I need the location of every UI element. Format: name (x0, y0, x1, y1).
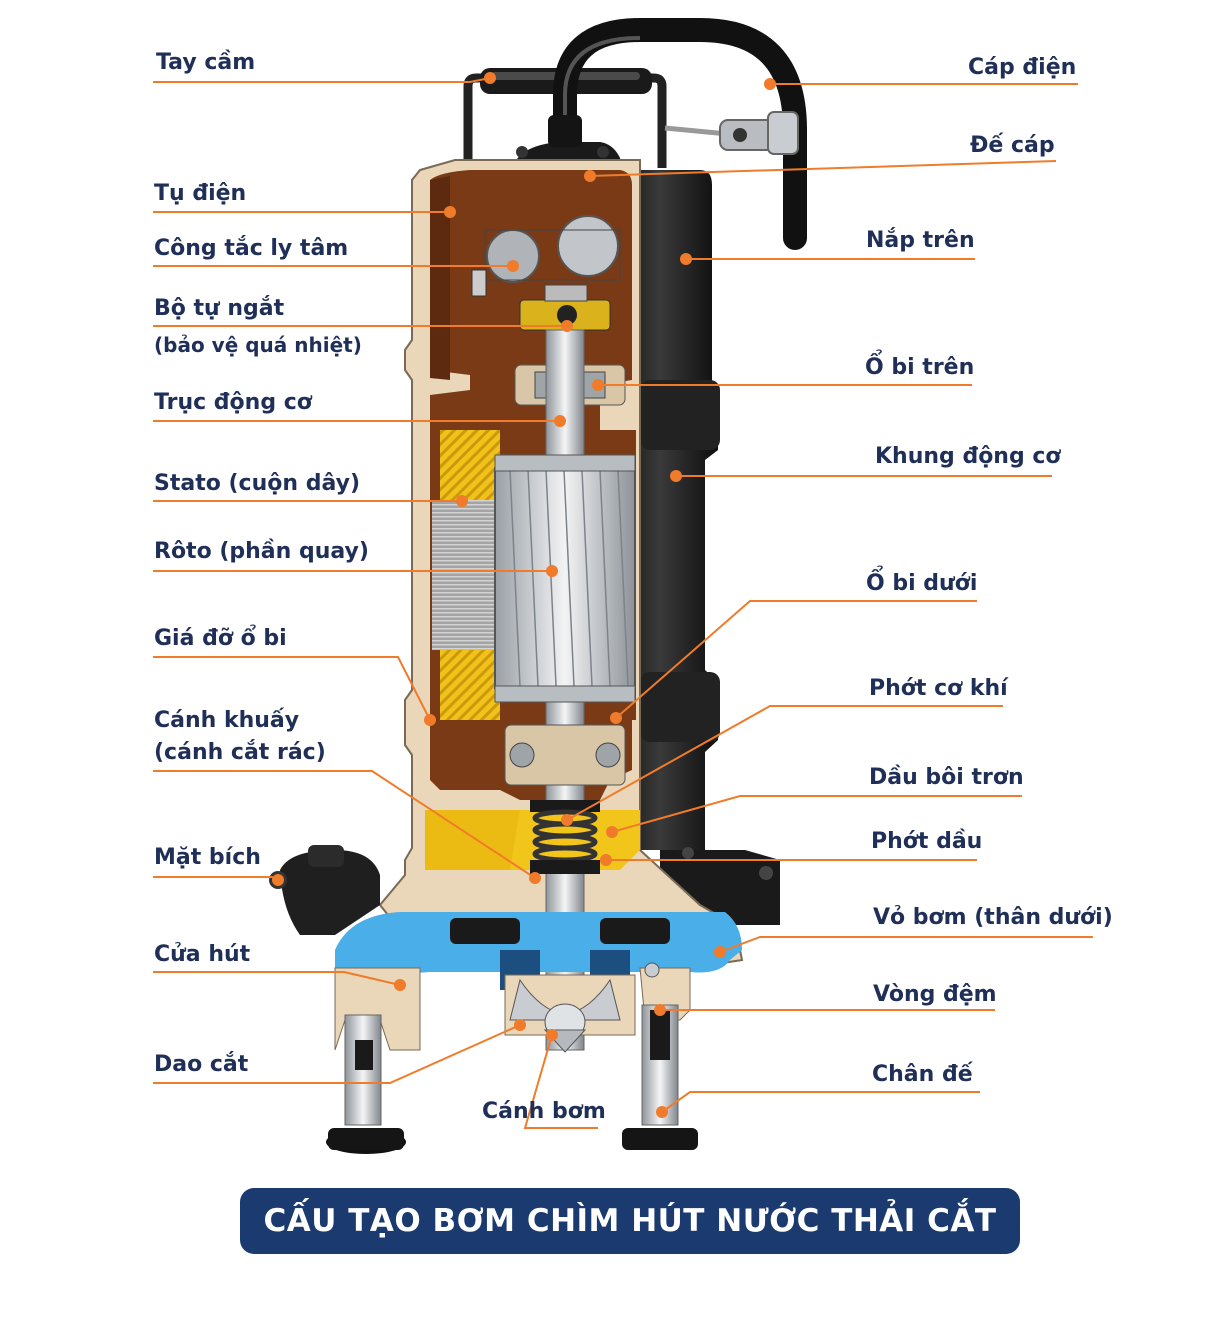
label-de-cap: Đế cáp (970, 133, 1055, 158)
motor-frame-graphic (612, 170, 780, 925)
diagram-stage: Tay cầm Tụ điện Công tắc ly tâm Bộ tự ng… (153, 18, 1113, 1305)
label-dao-cat: Dao cắt (154, 1052, 249, 1077)
label-nap-tren: Nắp trên (866, 228, 975, 253)
label-mat-bich: Mặt bích (154, 845, 261, 870)
label-bo-tu-ngat: Bộ tự ngắt (154, 296, 285, 321)
label-canh-khuay: Cánh khuấy (154, 708, 300, 733)
label-khung-dong-co: Khung động cơ (875, 444, 1061, 469)
volute-graphic (335, 912, 742, 990)
label-dau-boi-tron: Dầu bôi trơn (869, 765, 1024, 790)
impeller-graphic (504, 974, 636, 1053)
label-tay-cam: Tay cầm (156, 50, 256, 75)
diagram-title: CẤU TẠO BƠM CHÌM HÚT NƯỚC THẢI CẮT RÁC (263, 1203, 997, 1305)
label-vong-dem: Vòng đệm (873, 982, 997, 1007)
centrifugal-switch-graphic (484, 215, 621, 283)
label-cap-dien: Cáp điện (968, 55, 1077, 80)
label-canh-bom: Cánh bơm (482, 1099, 606, 1124)
label-tu-dien: Tụ điện (154, 181, 247, 206)
rotor-graphic (494, 454, 636, 703)
label-chan-de: Chân đế (872, 1062, 973, 1087)
flange-graphic (269, 845, 380, 935)
label-roto: Rôto (phần quay) (154, 539, 369, 564)
title-banner: CẤU TẠO BƠM CHÌM HÚT NƯỚC THẢI CẮT RÁC (240, 1188, 1020, 1305)
label-canh-cat-rac: (cánh cắt rác) (154, 740, 326, 765)
label-vo-bom: Vỏ bơm (thân dưới) (873, 905, 1113, 930)
label-truc-dong-co: Trục động cơ (154, 390, 312, 415)
label-gia-do-o-bi: Giá đỡ ổ bi (154, 626, 287, 651)
mechanical-seal-graphic (530, 800, 600, 874)
label-o-bi-duoi: Ổ bi dưới (866, 571, 978, 596)
label-bao-ve-qua-nhiet: (bảo vệ quá nhiệt) (154, 333, 362, 357)
cable-clamp-graphic (664, 111, 799, 155)
label-cong-tac-ly-tam: Công tắc ly tâm (154, 236, 349, 261)
label-o-bi-tren: Ổ bi trên (865, 355, 975, 380)
label-phot-dau: Phớt dầu (871, 829, 983, 854)
label-stato: Stato (cuộn dây) (154, 471, 361, 496)
pump-cutaway-illustration (153, 18, 1093, 1154)
label-cua-hut: Cửa hút (154, 942, 251, 967)
label-phot-co-khi: Phớt cơ khí (869, 676, 1008, 701)
base-leg-left-graphic (326, 967, 421, 1154)
lower-bearing-graphic (504, 724, 626, 786)
leader-dots (272, 72, 776, 1118)
